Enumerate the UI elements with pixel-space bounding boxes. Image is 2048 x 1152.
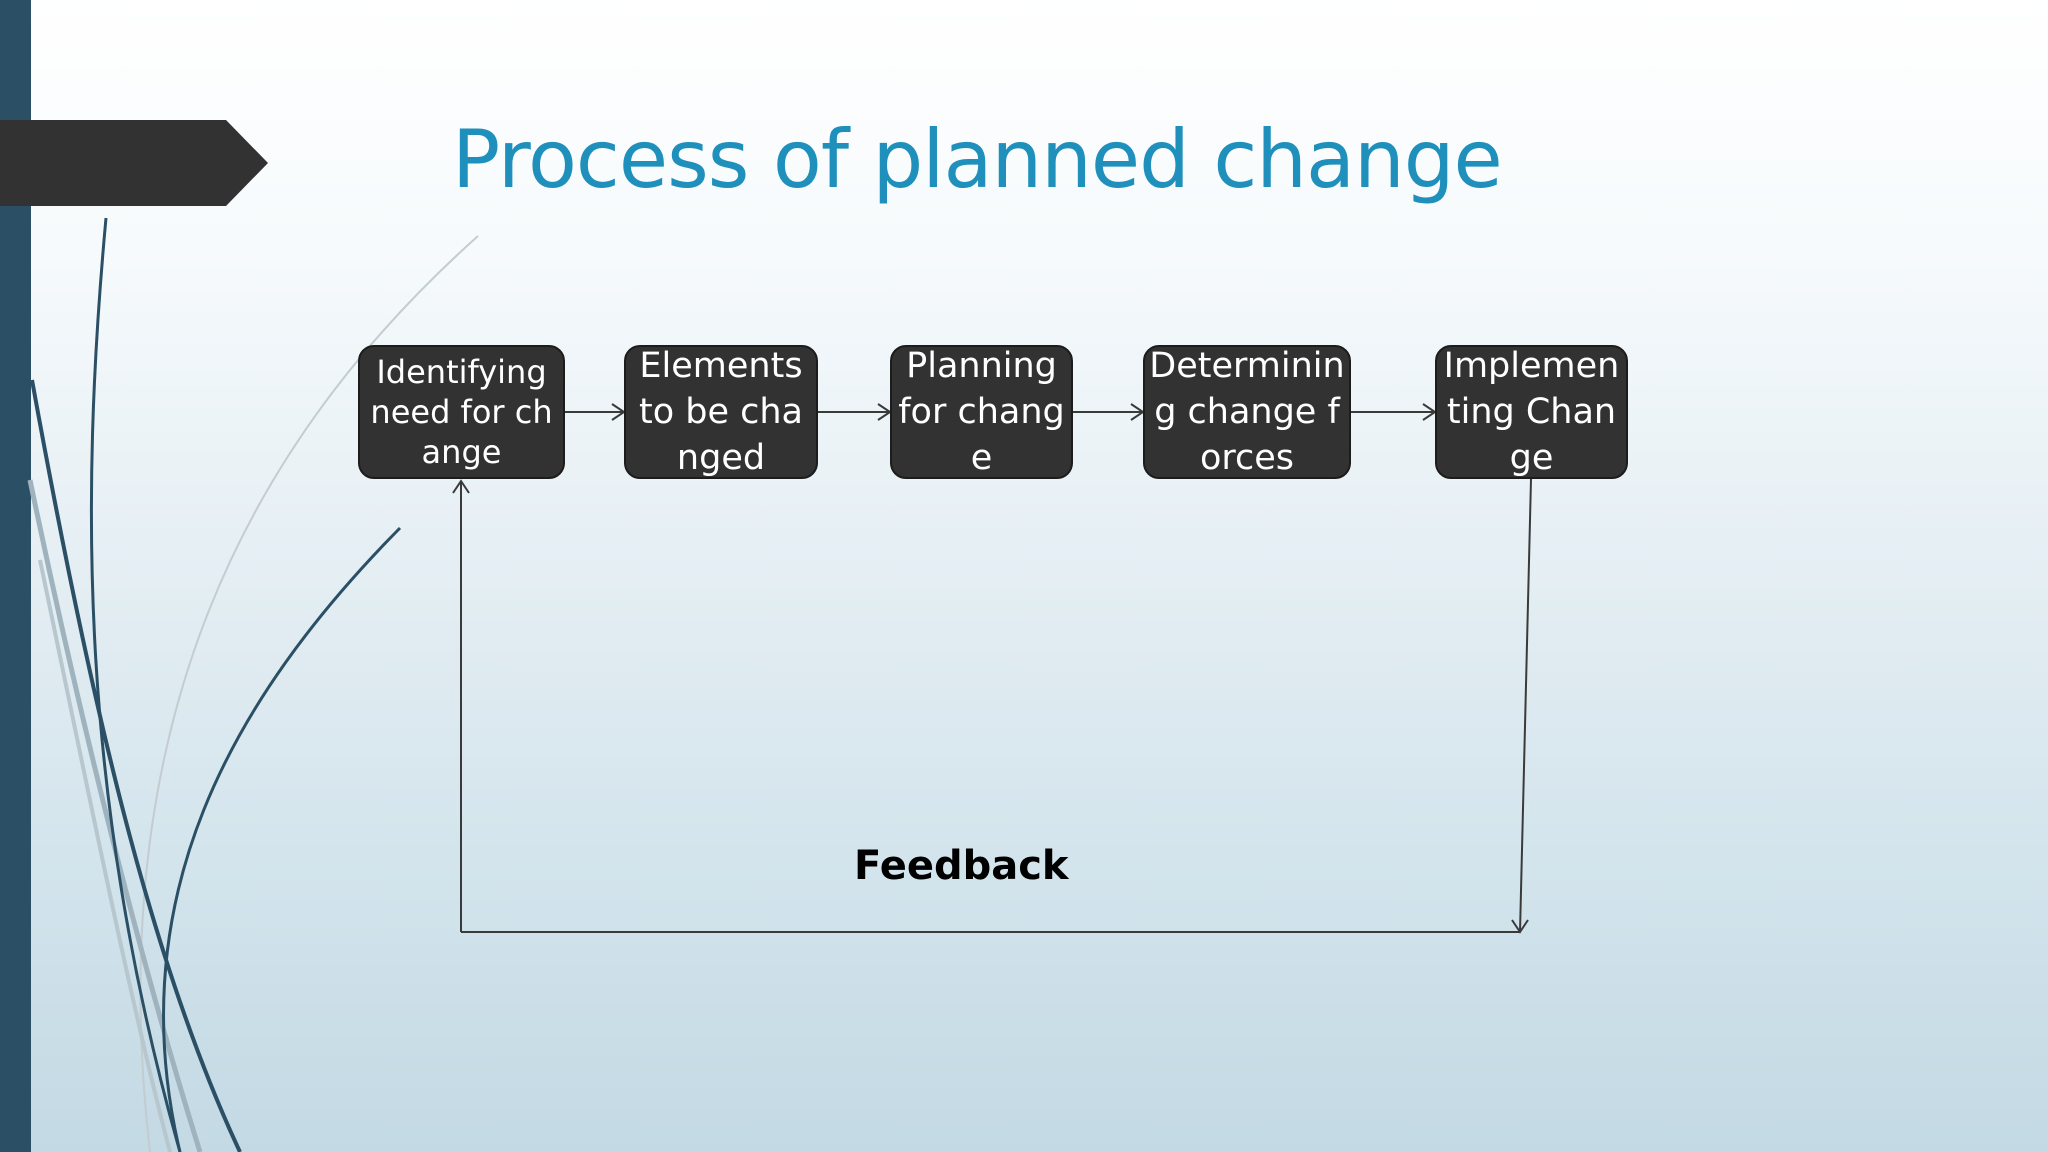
step-elements-to-change: Elements to be changed [624,345,818,479]
step-label: Elements to be changed [638,346,803,478]
step-label: Determining change forces [1149,346,1345,478]
step-identifying-need: Identifying need for change [358,345,565,479]
arrow-3-to-4 [1073,403,1145,421]
slide-title: Process of planned change [452,113,1503,206]
step-label: Planning for change [898,346,1065,478]
decorative-swooshes [27,217,479,1152]
feedback-label: Feedback [854,843,1069,889]
step-label: Identifying need for change [370,353,553,471]
arrow-2-to-3 [818,403,892,421]
arrow-1-to-2 [565,403,626,421]
step-planning: Planning for change [890,345,1073,479]
step-label: Implementing Change [1443,346,1620,478]
feedback-loop-connector [452,478,1532,934]
arrow-4-to-5 [1351,403,1437,421]
title-banner-arrow [0,120,268,206]
step-implementing-change: Implementing Change [1435,345,1628,479]
step-determining-forces: Determining change forces [1143,345,1351,479]
